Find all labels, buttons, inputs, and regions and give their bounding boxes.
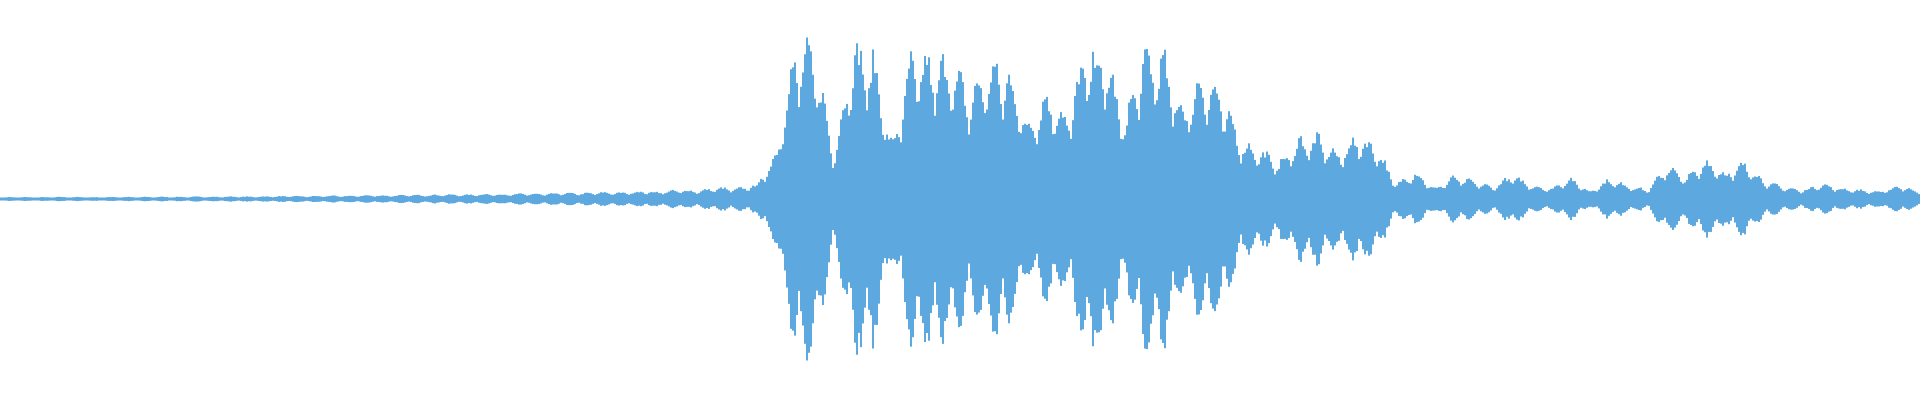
- waveform-panel: [0, 37, 1920, 361]
- audio-waveform: [0, 37, 1920, 361]
